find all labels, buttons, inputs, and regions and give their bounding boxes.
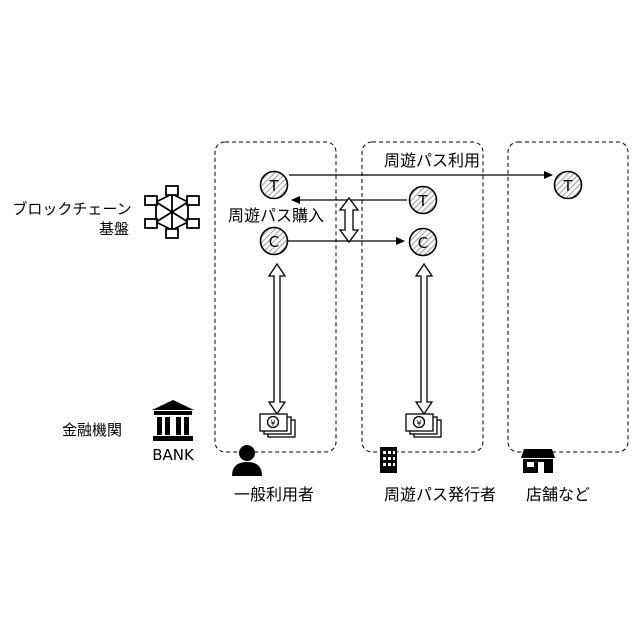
user-conversion-arrow [269,264,285,414]
token-c-issuer: C [410,229,437,256]
person-icon [232,445,262,476]
svg-text:T: T [268,177,279,195]
token-t-store: T [555,172,582,199]
actor-label-user: 一般利用者 [234,485,314,504]
cash-stack-icon: ¥ [260,414,295,437]
storefront-icon [521,449,555,473]
svg-text:¥: ¥ [416,419,421,428]
bank-label: BANK [152,446,195,464]
office-building-icon [380,447,397,473]
svg-text:C: C [418,234,428,252]
flow-label-pass-use: 周遊パス利用 [384,151,480,170]
svg-text:¥: ¥ [270,419,275,428]
token-t-user: T [261,172,288,199]
token-t-issuer: T [410,187,437,214]
cash-stack-icon: ¥ [406,414,441,437]
issuer-conversion-arrow [416,264,432,414]
row-label-blockchain: ブロックチェーン [12,200,131,218]
flow-label-pass-purchase: 周遊パス購入 [228,206,324,225]
svg-text:T: T [417,192,428,210]
actor-label-store: 店舗など [526,485,590,504]
row-label-blockchain-sub: 基盤 [99,220,129,238]
svg-text:C: C [269,233,279,251]
exchange-double-arrow [340,198,358,242]
actor-label-issuer: 周遊パス発行者 [384,485,496,504]
token-c-user: C [261,228,288,255]
svg-text:T: T [562,177,573,195]
bank-icon [152,400,194,441]
network-nodes-icon [145,186,199,238]
row-label-finance: 金融機関 [62,421,122,439]
